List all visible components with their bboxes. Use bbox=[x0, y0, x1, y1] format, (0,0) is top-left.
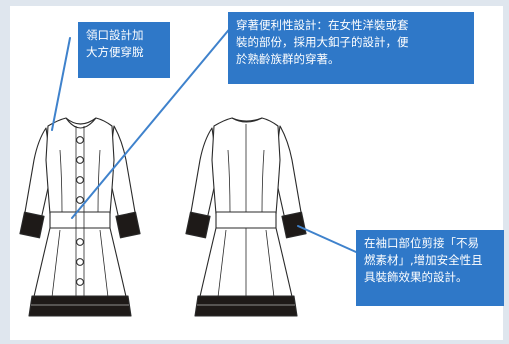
button-1 bbox=[76, 136, 84, 144]
front-buttons bbox=[76, 136, 84, 286]
front-neckline bbox=[65, 117, 97, 129]
back-neckline bbox=[231, 117, 263, 123]
front-placket bbox=[75, 126, 85, 314]
front-left-cuff-band bbox=[19, 211, 45, 239]
front-bodice bbox=[45, 117, 115, 215]
front-waistband bbox=[49, 211, 111, 229]
button-4 bbox=[76, 196, 84, 204]
dress-back-view bbox=[185, 117, 307, 317]
dress-front-view bbox=[19, 117, 141, 317]
back-right-cuff-band bbox=[281, 211, 307, 239]
button-design-callout: 穿著便利性設計：在女性洋裝或套 裝的部份，採用大釦子的設計，便 於熟齡族群的穿著… bbox=[228, 12, 474, 84]
neckline-callout: 領口設計加 大方便穿脫 bbox=[78, 22, 170, 78]
sleeve-pointer bbox=[297, 225, 357, 253]
button-2 bbox=[76, 156, 84, 164]
button-6 bbox=[76, 258, 84, 266]
front-darts bbox=[59, 149, 101, 213]
neckline-pointer bbox=[51, 37, 71, 131]
button-pointer bbox=[71, 25, 233, 219]
front-right-cuff-band bbox=[115, 211, 141, 239]
back-waistband bbox=[215, 211, 277, 229]
button-7 bbox=[76, 278, 84, 286]
button-5 bbox=[76, 238, 84, 246]
back-darts bbox=[227, 149, 265, 213]
pointer-lines bbox=[51, 25, 357, 253]
back-left-cuff-band bbox=[185, 211, 211, 239]
back-hem-band bbox=[194, 295, 298, 317]
front-hem-band bbox=[28, 295, 132, 317]
sleeve-cuff-callout: 在袖口部位剪接「不易 燃素材」,增加安全性且 具裝飾效果的設計。 bbox=[356, 230, 504, 306]
button-3 bbox=[76, 176, 84, 184]
